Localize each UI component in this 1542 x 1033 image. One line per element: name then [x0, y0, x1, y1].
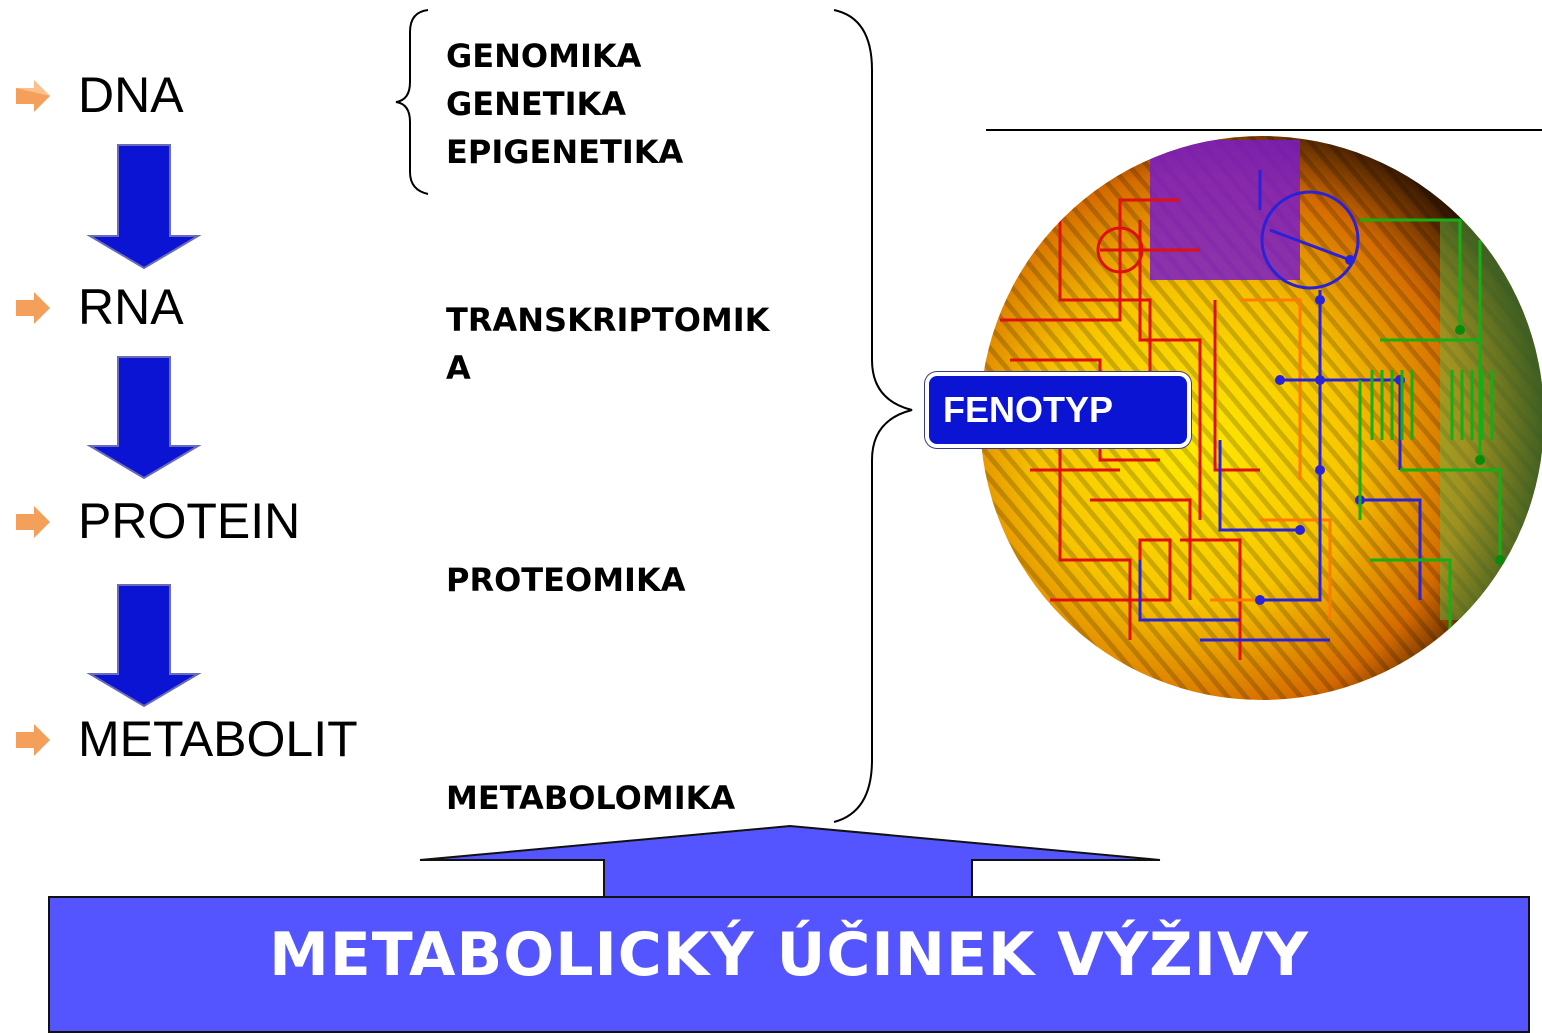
omics-transkriptomika: TRANSKRIPTOMIK A	[446, 296, 769, 392]
flow-label-dna: DNA	[78, 67, 184, 123]
omics-genetika: GENETIKA	[446, 85, 627, 123]
omics-genomics-group: GENOMIKA GENETIKA EPIGENETIKA	[446, 32, 683, 176]
flow-label-metabolit: METABOLIT	[78, 711, 358, 767]
down-arrow-icon	[86, 356, 202, 480]
flow-label-rna: RNA	[78, 279, 184, 335]
omics-epigenetika: EPIGENETIKA	[446, 133, 684, 171]
bullet-arrow-icon	[16, 506, 50, 538]
fenotyp-label: FENOTYP	[925, 372, 1191, 448]
down-arrow-icon	[86, 584, 202, 708]
omics-proteomika: PROTEOMIKA	[446, 561, 686, 599]
bullet-arrow-icon	[16, 80, 50, 112]
bullet-arrow-icon	[16, 724, 50, 756]
omics-metabolomika: METABOLOMIKA	[446, 779, 736, 817]
large-brace	[833, 9, 913, 823]
omics-genomika: GENOMIKA	[446, 37, 642, 75]
flow-label-protein: PROTEIN	[78, 493, 301, 549]
banner-arrow-head	[419, 824, 1161, 898]
banner-title: METABOLICKÝ ÚČINEK VÝŽIVY	[269, 920, 1309, 990]
small-brace	[395, 9, 429, 195]
down-arrow-icon	[86, 144, 202, 270]
banner-box: METABOLICKÝ ÚČINEK VÝŽIVY	[48, 896, 1530, 1033]
omics-transkriptomika-line2: A	[446, 349, 471, 387]
bullet-arrow-icon	[16, 292, 50, 324]
omics-transkriptomika-line1: TRANSKRIPTOMIK	[446, 301, 770, 339]
